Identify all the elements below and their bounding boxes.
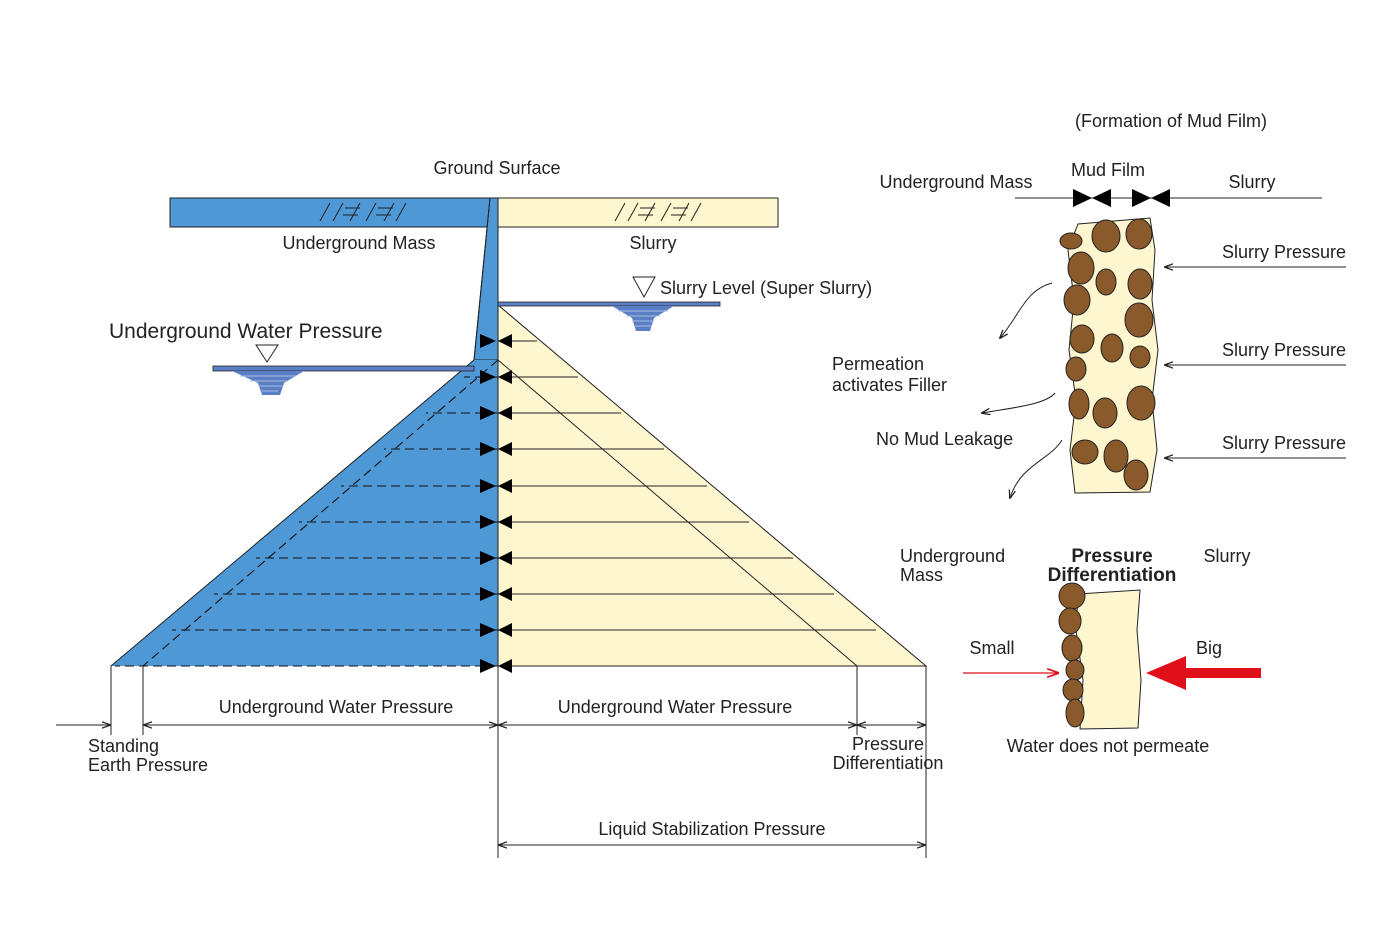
mf-underground-mass-label: Underground Mass: [879, 172, 1032, 192]
permeation-arrows: [982, 282, 1063, 498]
slurry-level-line: [497, 301, 721, 307]
slurry-pressure-label-1: Slurry Pressure: [1222, 242, 1346, 262]
groundwater-pool: [232, 371, 304, 395]
water-pressure-triangle: [111, 360, 498, 666]
big-label: Big: [1196, 638, 1222, 658]
permeation-label-2: activates Filler: [832, 375, 947, 395]
dim-water-pressure-right: Underground Water Pressure: [558, 697, 792, 717]
mud-film-title: (Formation of Mud Film): [1075, 111, 1267, 131]
standing-earth-pressure-line1: Standing: [88, 736, 159, 756]
slurry-band: [497, 197, 779, 228]
water-level-icon: [632, 276, 656, 299]
water-pressure-dashes: [115, 359, 499, 667]
pd-title-line2: Differentiation: [1048, 565, 1177, 586]
slurry-pressure-label-2: Slurry Pressure: [1222, 340, 1346, 360]
mf-slurry-label: Slurry: [1228, 172, 1275, 192]
slurry-level-pool: [612, 306, 674, 331]
slurry-pressure-lines: [498, 340, 876, 631]
water-level-icon: [255, 344, 279, 363]
pd-slurry-label: Slurry: [1203, 546, 1250, 566]
slurry-hatch: [614, 202, 702, 222]
mud-aggregates: [1059, 218, 1156, 491]
mud-film-label: Mud Film: [1071, 160, 1145, 180]
ground-band: [169, 197, 499, 228]
pressure-diff-line1: Pressure: [852, 734, 924, 754]
wall-pressure-arrows: [480, 334, 512, 673]
groundwater-pressure-label: Underground Water Pressure: [109, 320, 383, 343]
groundwater-level-line: [212, 365, 475, 372]
pd-mud-film: [1058, 582, 1086, 728]
water-not-permeate-label: Water does not permeate: [1007, 736, 1209, 756]
dim-water-pressure-left: Underground Water Pressure: [219, 697, 453, 717]
slurry-pressure-arrows: [1165, 267, 1346, 458]
slurry-level-label: Slurry Level (Super Slurry): [660, 278, 872, 298]
underground-mass-label: Underground Mass: [282, 233, 435, 253]
pd-underground-label-1: Underground: [900, 546, 1005, 566]
no-mud-leakage-label: No Mud Leakage: [876, 429, 1013, 449]
slurry-pressure-label-3: Slurry Pressure: [1222, 433, 1346, 453]
pd-slurry-block: [1075, 589, 1142, 730]
standing-earth-pressure-line2: Earth Pressure: [88, 755, 208, 775]
dimension-lines: [56, 666, 927, 858]
small-label: Small: [969, 638, 1014, 658]
slurry-label: Slurry: [629, 233, 676, 253]
pd-underground-label-2: Mass: [900, 565, 943, 585]
big-pressure-arrow: [1146, 656, 1261, 690]
ground-hatch: [319, 202, 407, 222]
permeation-label-1: Permeation: [832, 354, 924, 374]
ground-surface-label: Ground Surface: [433, 158, 560, 178]
liquid-stabilization-label: Liquid Stabilization Pressure: [598, 819, 825, 839]
pressure-diff-line2: Differentiation: [833, 753, 944, 773]
pd-title-line1: Pressure: [1071, 546, 1152, 567]
mud-film-thickness-arrows: [1073, 189, 1170, 207]
